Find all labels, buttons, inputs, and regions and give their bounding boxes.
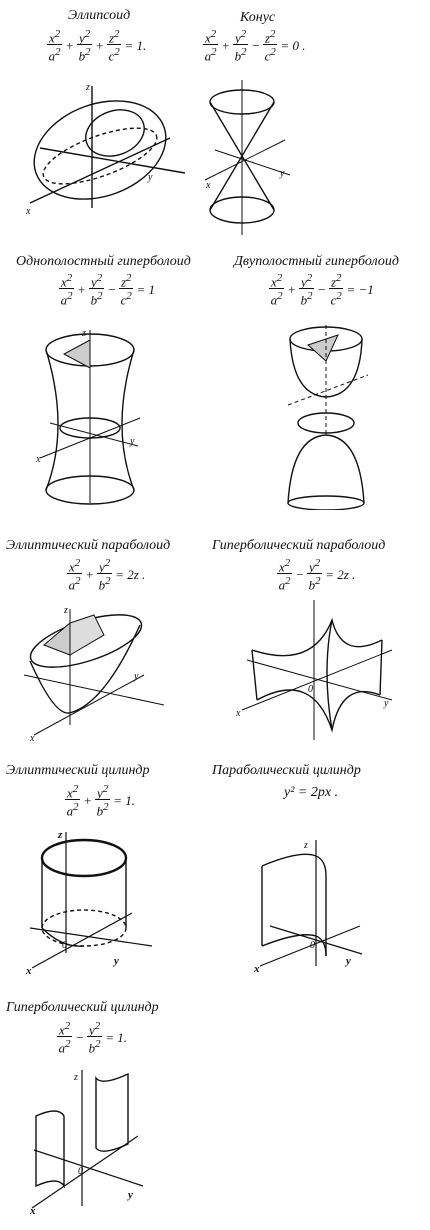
figure-hyperboloid-one-sheet: z y x	[35, 328, 141, 505]
title-elliptic-paraboloid: Эллиптический параболоид	[6, 538, 171, 553]
axis-x-label: x	[29, 733, 35, 744]
equation-parabolic-cylinder: y² = 2px .	[284, 785, 339, 800]
title-hyperboloid-one-sheet: Однополостный гиперболоид	[16, 254, 191, 269]
origin-label: 0	[62, 940, 67, 951]
axis-x-label: x	[25, 206, 31, 217]
axis-y-label: y	[126, 1189, 133, 1201]
axis-y-label: y	[383, 698, 389, 709]
title-ellipsoid: Эллипсоид	[68, 8, 131, 23]
title-hyperboloid-two-sheet: Двуполостный гиперболоид	[234, 254, 399, 269]
figure-hyperboloid-two-sheet	[287, 325, 369, 510]
origin-label: 0	[308, 684, 313, 695]
origin-label: 0	[78, 1166, 83, 1177]
axis-y-label: y	[129, 436, 135, 447]
axis-y-label: y	[344, 955, 351, 967]
axis-z-label: z	[85, 82, 90, 93]
axis-z-label: z	[303, 840, 308, 851]
origin-label: 0	[310, 940, 315, 951]
axis-z-label: z	[73, 1072, 78, 1083]
axis-x-label: x	[25, 965, 32, 977]
axis-y-label: y	[112, 955, 119, 967]
title-cone: Конус	[240, 10, 276, 25]
axis-z-label: z	[63, 605, 68, 616]
axis-x-label: x	[205, 180, 211, 191]
axis-x-label: x	[35, 454, 41, 465]
figure-ellipsoid: z y x	[25, 82, 186, 217]
title-parabolic-cylinder: Параболический цилиндр	[212, 763, 361, 778]
title-hyperbolic-paraboloid: Гиперболический параболоид	[212, 538, 386, 553]
figure-hyperbolic-paraboloid: 0 x y	[235, 600, 393, 740]
axis-y-label: y	[279, 168, 285, 179]
axis-x-label: x	[253, 963, 260, 975]
axis-z-label: z	[81, 328, 86, 339]
axis-z-label: z	[57, 829, 63, 841]
figure-cone: x y	[204, 80, 291, 235]
axis-y-label: y	[133, 671, 139, 682]
figure-parabolic-cylinder: z 0 x y	[253, 840, 363, 975]
figure-elliptic-cylinder: z 0 x y	[25, 829, 153, 977]
axis-y-label: y	[147, 172, 153, 183]
figure-hyperbolic-cylinder: z 0 x y	[29, 1070, 144, 1216]
title-elliptic-cylinder: Эллиптический цилиндр	[6, 763, 150, 778]
axis-x-label: x	[235, 708, 241, 719]
title-hyperbolic-cylinder: Гиперболический цилиндр	[6, 1000, 159, 1015]
axis-x-label: x	[29, 1205, 36, 1216]
figure-elliptic-paraboloid: z y x	[23, 605, 165, 744]
